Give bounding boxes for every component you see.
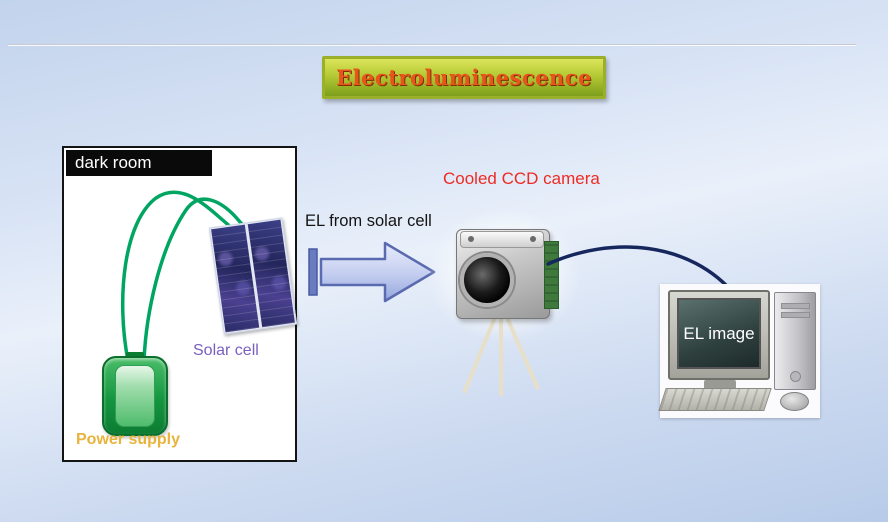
tower-drive-slot xyxy=(781,303,810,309)
ccd-camera-image xyxy=(426,207,582,398)
tripod-icon xyxy=(462,314,540,396)
power-supply-terminal xyxy=(126,352,144,358)
camera-circuit-board xyxy=(544,241,559,309)
page-title: Electroluminescence xyxy=(336,65,592,90)
monitor-icon: EL image xyxy=(668,290,770,380)
tower-power-button-icon xyxy=(790,371,801,382)
el-from-solar-cell-label: EL from solar cell xyxy=(305,212,432,230)
power-supply-label: Power supply xyxy=(76,431,181,448)
camera-to-computer-cable xyxy=(546,245,738,298)
computer-image: EL image xyxy=(658,284,820,418)
dark-room-box: dark room Solar cell Power supply xyxy=(62,146,298,462)
camera-screw-icon xyxy=(468,236,474,242)
monitor-screen: EL image xyxy=(677,298,761,369)
camera-screw-icon xyxy=(530,236,536,242)
camera-top-plate xyxy=(460,231,544,248)
el-image-label: EL image xyxy=(683,323,755,343)
solar-cell-image xyxy=(208,217,298,335)
divider-line xyxy=(8,44,856,45)
right-arrow-icon xyxy=(308,241,436,303)
tower-drive-slot xyxy=(781,312,810,318)
title-box: Electroluminescence xyxy=(322,56,606,99)
camera-lens-icon xyxy=(460,253,514,307)
keyboard-icon xyxy=(658,388,772,411)
power-supply-icon xyxy=(102,352,168,436)
mouse-icon xyxy=(780,392,809,411)
computer-tower-icon xyxy=(774,292,816,390)
monitor-stand xyxy=(704,380,736,389)
power-supply-inner xyxy=(115,365,155,427)
solar-cell-label: Solar cell xyxy=(193,342,259,359)
dark-room-label: dark room xyxy=(66,150,212,176)
cooled-ccd-camera-label: Cooled CCD camera xyxy=(443,169,600,188)
